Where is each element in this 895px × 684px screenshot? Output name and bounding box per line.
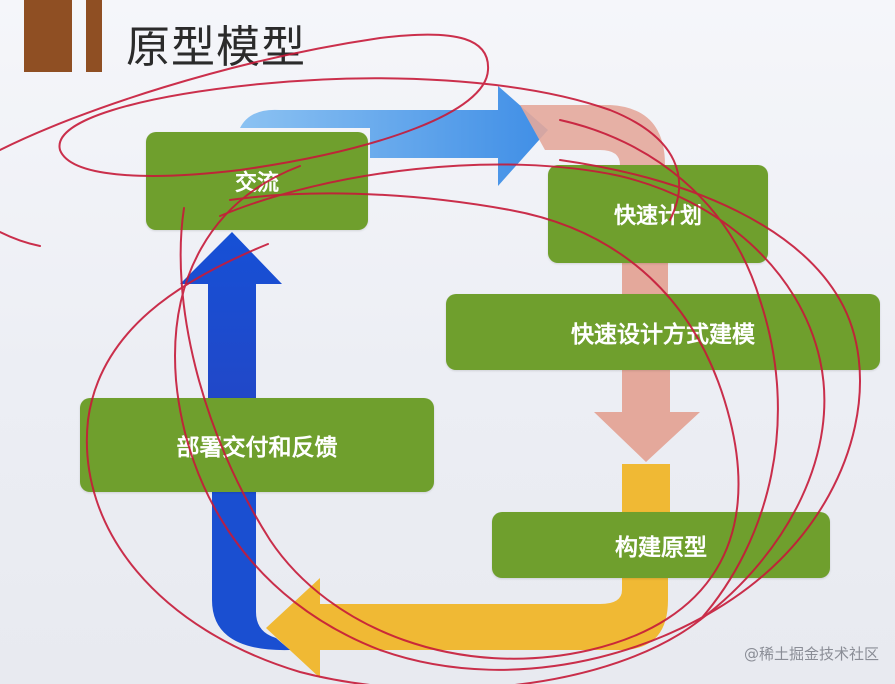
arrow-into-build-stem <box>622 464 670 514</box>
step-communicate-label: 交流 <box>234 171 279 196</box>
arrow-curve-into-plan <box>520 105 665 165</box>
arrow-plan-to-design-stem <box>622 262 668 296</box>
step-quick-plan: 快速计划 <box>548 165 768 263</box>
watermark: @稀土掘金技术社区 <box>743 645 879 663</box>
step-quick-design-modeling-label: 快速设计方式建模 <box>571 322 755 348</box>
step-quick-plan-label: 快速计划 <box>613 204 702 229</box>
step-quick-design-modeling: 快速设计方式建模 <box>446 294 880 370</box>
arrow-up-to-communicate <box>180 232 282 398</box>
step-build-prototype-label: 构建原型 <box>615 535 707 561</box>
step-deploy-feedback: 部署交付和反馈 <box>80 398 434 492</box>
step-deploy-feedback-label: 部署交付和反馈 <box>176 435 338 461</box>
arrow-design-to-build <box>594 370 700 462</box>
step-build-prototype: 构建原型 <box>492 512 830 578</box>
arrow-build-to-deploy <box>266 578 668 678</box>
step-communicate: 交流 <box>146 132 368 230</box>
